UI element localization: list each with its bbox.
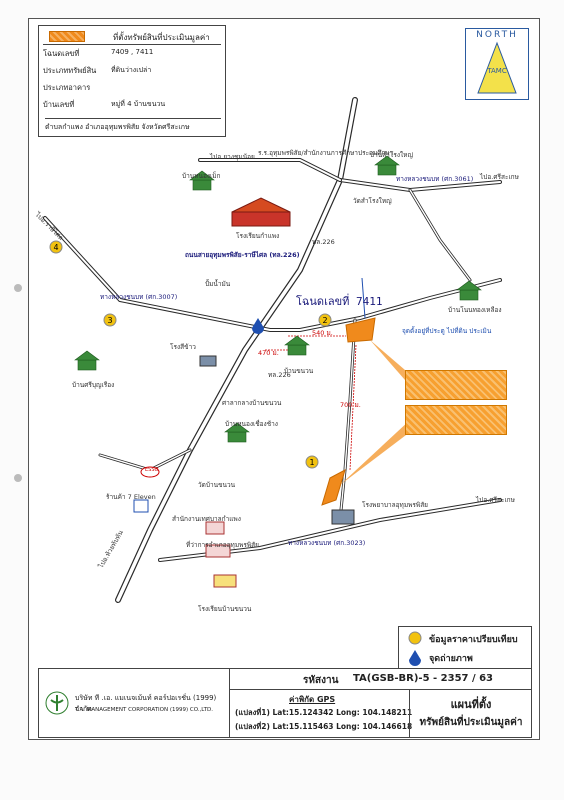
distance-label: 700 ม. xyxy=(340,401,361,409)
legend-header: ที่ตั้งทรัพย์สินที่ประเมินมูลค่า xyxy=(43,28,221,45)
distance-label: 540 ม. xyxy=(312,329,333,337)
road-label: ถนนสายอุทุมพรพิสัย-ราษีไศล (ทล.226) xyxy=(185,251,300,259)
legend-comparable: ข้อมูลราคาเปรียบเทียบ xyxy=(429,635,518,645)
job-label: รหัสงาน xyxy=(303,675,339,686)
map-label: วัดสำโรงใหญ่ xyxy=(353,197,392,205)
north-label: NORTH xyxy=(476,30,518,40)
legend-row-label: บ้านเลขที่ xyxy=(43,100,75,109)
marker-label: 4 xyxy=(53,243,58,252)
map-label: โรงเรียนบ้านขนวน xyxy=(198,605,252,613)
company-logo-icon xyxy=(45,691,69,715)
road-label: ทางหลวงชนบท (ศก.3007) xyxy=(100,293,178,301)
road-label: ทางหลวงชนบท (ศก.3061) xyxy=(396,175,474,183)
gps-point-1: (แปลงที่1) Lat:15.124342 Long: 104.14821… xyxy=(235,708,413,717)
legend-row-label: ประเภทอาคาร xyxy=(43,83,91,92)
legend-row-label: โฉนดเลขที่ xyxy=(43,49,80,58)
gps-point-2: (แปลงที่2) Lat:15.115463 Long: 104.14661… xyxy=(235,722,413,731)
map-label: ทล.226 xyxy=(312,238,335,246)
plot-callout xyxy=(405,405,507,435)
map-label: บ้านหนองเชื่องช้าง xyxy=(225,420,278,428)
north-arrow-icon: TAMC xyxy=(477,41,517,94)
legend-row-value: ที่ดินว่างเปล่า xyxy=(111,66,152,74)
map-label: บ้านขนวน xyxy=(284,367,314,375)
distance-label: 470 ม. xyxy=(258,349,279,357)
company-name-en: T.A. MANAGEMENT CORPORATION (1999) CO.,L… xyxy=(75,707,213,713)
map-label: สำนักงานเทศบาลกำแพง xyxy=(172,515,241,523)
map-label: ทล.226 xyxy=(268,371,291,379)
punch-hole xyxy=(14,284,22,292)
subject-plot-2 xyxy=(321,468,346,506)
map-label: บ้านหนองเม็ก xyxy=(182,172,221,180)
map-label: ร้านค้า 7 Eleven xyxy=(106,493,156,501)
legend-row-value: หมู่ที่ 4 บ้านขนวน xyxy=(111,100,166,108)
map-label: บ้านศรีบุญเรือง xyxy=(72,381,115,389)
north-logo-text: TAMC xyxy=(486,67,507,75)
legend-photo-point: จุดถ่ายภาพ xyxy=(429,654,473,664)
company-block: บริษัท ที .เอ. แมเนจเม้นท์ คอร์ปอเรชั่น … xyxy=(39,669,230,737)
map-label: โรงสีข้าว xyxy=(170,343,196,351)
map-label: โรงพยาบาลอุทุมพรพิสัย xyxy=(362,501,428,509)
map-label: ไปอ.ศรีสะเกษ xyxy=(480,173,519,181)
road-label: ทางหลวงชนบท (ศก.3023) xyxy=(288,539,366,547)
map-symbol-legend: ข้อมูลราคาเปรียบเทียบ จุดถ่ายภาพ xyxy=(398,626,532,670)
map-title-block: แผนที่ตั้ง ทรัพย์สินที่ประเมินมูลค่า xyxy=(409,689,532,737)
map-label: บ้านสำโรงใหญ่ xyxy=(370,151,413,159)
map-label: โรงเรียนกำแพง xyxy=(236,232,280,240)
legend-location: ตำบลกำแพง อำเภออุทุมพรพิสัย จังหวัดศรีสะ… xyxy=(45,118,221,133)
map-label: ปั้มน้ำมัน xyxy=(205,280,231,288)
legend-row-label: ประเภททรัพย์สิน xyxy=(43,66,97,75)
title-block: บริษัท ที .เอ. แมเนจเม้นท์ คอร์ปอเรชั่น … xyxy=(38,668,532,738)
map-label: ไปอ.ศรีสะเกษ xyxy=(476,496,515,504)
marker-label: 3 xyxy=(107,316,112,325)
yellow-circle-icon xyxy=(408,631,422,645)
marker-label: 2 xyxy=(322,316,327,325)
company-name-th: บริษัท ที .เอ. แมเนจเม้นท์ คอร์ปอเรชั่น … xyxy=(75,694,217,713)
job-row: รหัสงาน TA(GSB-BR)-5 - 2357 / 63 xyxy=(229,669,531,690)
gps-title: ค่าพิกัด GPS xyxy=(289,695,336,704)
comparable-marker xyxy=(318,313,332,327)
punch-hole xyxy=(14,474,22,482)
comparable-marker xyxy=(305,455,319,469)
map-label: ไปอ.ยางชุมน้อย xyxy=(210,153,255,161)
property-legend: ที่ตั้งทรัพย์สินที่ประเมินมูลค่า โฉนดเลข… xyxy=(38,25,226,137)
job-code: TA(GSB-BR)-5 - 2357 / 63 xyxy=(353,673,494,684)
north-arrow: NORTH TAMC xyxy=(465,28,529,100)
map-label: ESSO xyxy=(145,467,159,473)
map-label: บ้านโนนทองเหลือง xyxy=(448,306,502,314)
marker-label: 1 xyxy=(309,458,314,467)
map-subtitle: ทรัพย์สินที่ประเมินมูลค่า xyxy=(419,717,523,728)
photo-note: จุดตั้งอยู่ที่ประตู ไปที่ดิน ประเมิน xyxy=(402,327,492,335)
map-label: ร.ร.อุทุมพรพิสัย/สำนักงานการศึกษาประถมศึ… xyxy=(258,149,394,157)
legend-row-value: 7409 , 7411 xyxy=(111,48,154,56)
subject-plot xyxy=(345,317,376,343)
plot-handwritten-label: โฉนดเลขที่ 7411 xyxy=(296,295,383,308)
comparable-marker xyxy=(49,240,63,254)
map-label: ที่ว่าการอำเภออุทุมพรพิสัย xyxy=(186,541,259,549)
plot-callout xyxy=(405,370,507,400)
photo-point-icon xyxy=(252,318,264,334)
blue-drop-icon xyxy=(409,650,421,666)
map-label: ศาลากลางบ้านขนวน xyxy=(222,399,282,407)
map-label: วัดบ้านขนวน xyxy=(198,481,236,489)
legend-title: ที่ตั้งทรัพย์สินที่ประเมินมูลค่า xyxy=(113,33,210,42)
plot-swatch-icon xyxy=(49,31,85,42)
map-title: แผนที่ตั้ง xyxy=(450,698,492,711)
comparable-marker xyxy=(103,313,117,327)
